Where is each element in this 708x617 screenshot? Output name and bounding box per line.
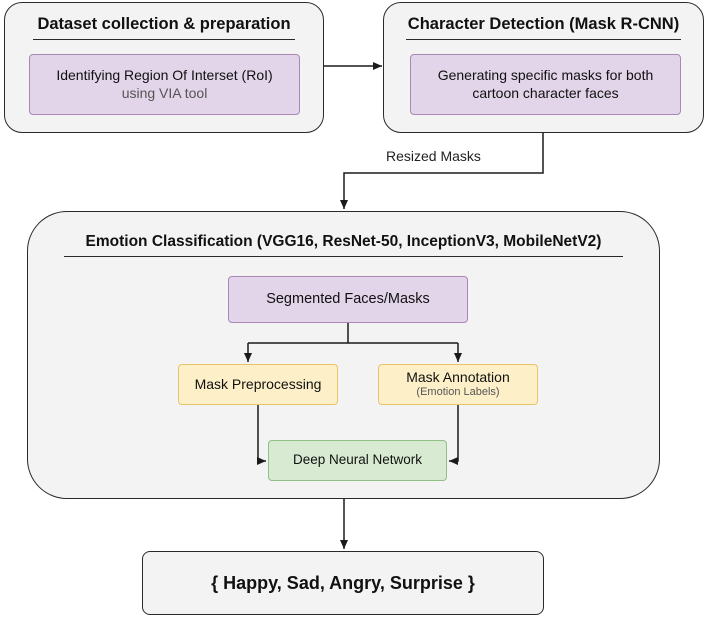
output-label: { Happy, Sad, Angry, Surprise } [211,572,475,593]
mask-annotation-box: Mask Annotation (Emotion Labels) [378,364,538,405]
deep-neural-network-box: Deep Neural Network [268,440,447,481]
mask-annotation-sublabel: (Emotion Labels) [416,386,500,399]
dataset-title: Dataset collection & preparation [37,15,291,33]
mask-generation-line2: cartoon character faces [472,84,619,101]
output-panel: { Happy, Sad, Angry, Surprise } [142,551,544,615]
mask-generation-line1: Generating specific masks for both [437,67,654,83]
roi-box-line2: using VIA tool [121,84,208,101]
deep-neural-network-label: Deep Neural Network [292,452,423,468]
dataset-title-rule [33,39,295,40]
detection-title-rule [406,39,681,40]
detection-title: Character Detection (Mask R-CNN) [407,15,680,33]
classification-title-rule [64,256,623,257]
segmented-faces-label: Segmented Faces/Masks [266,291,430,308]
roi-box-line1: Identifying Region Of Interset (RoI) [56,67,273,83]
mask-generation-box: Generating specific masks for both carto… [410,54,681,115]
resized-masks-label: Resized Masks [386,148,481,164]
detection-panel: Character Detection (Mask R-CNN) Generat… [383,2,704,133]
arrow-detection-to-classification [340,133,544,209]
mask-preprocessing-label: Mask Preprocessing [194,375,322,392]
arrow-annotation-to-dnn [449,405,459,465]
dataset-panel: Dataset collection & preparation Identif… [4,2,324,133]
mask-preprocessing-box: Mask Preprocessing [178,364,338,405]
roi-box: Identifying Region Of Interset (RoI) usi… [29,54,300,115]
segmented-faces-box: Segmented Faces/Masks [228,276,468,323]
classification-title: Emotion Classification (VGG16, ResNet-50… [85,233,602,250]
arrow-preprocessing-to-dnn [257,405,266,465]
mask-annotation-label: Mask Annotation [406,368,510,385]
